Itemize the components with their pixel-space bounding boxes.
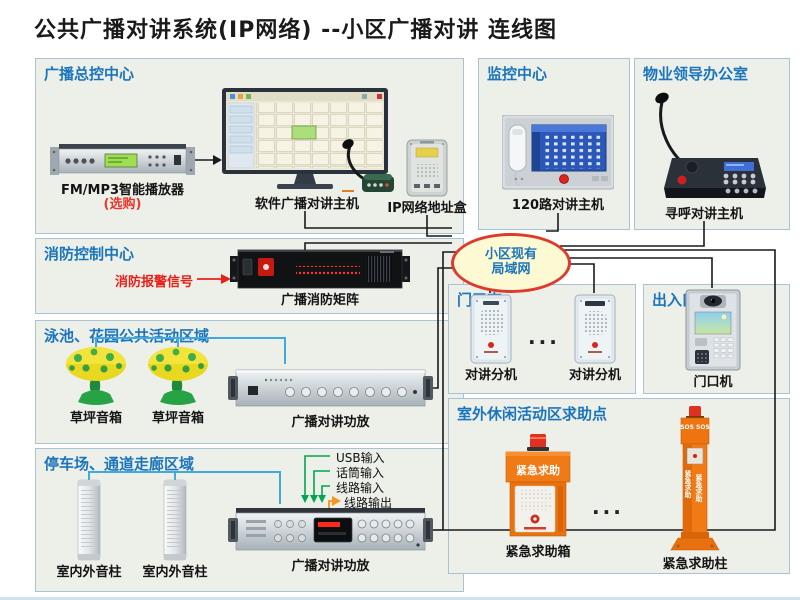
paging-host-icon	[655, 92, 766, 198]
guard-ellipsis: ···	[528, 330, 560, 354]
outdoor-ellipsis: ···	[592, 500, 624, 524]
page-title: 公共广播对讲系统(IP网络) --小区广播对讲 连线图	[34, 18, 558, 43]
paging-host-label: 寻呼对讲主机	[664, 207, 743, 222]
column-speaker-icon	[77, 479, 101, 561]
mushroom-speaker-icon	[148, 347, 208, 405]
intercom-host-icon	[502, 115, 614, 190]
zone-office-label: 物业领导办公室	[643, 65, 749, 83]
fire-matrix-icon	[230, 249, 410, 289]
device-help-box: 紧急求助 紧急求助箱	[496, 432, 580, 560]
help-pillar-label: 紧急求助柱	[662, 557, 728, 572]
lawn-speaker-label-2: 草坪音箱	[151, 411, 204, 426]
device-intercom-ext-2: 对讲分机	[569, 293, 622, 383]
fire-matrix-label: 广播消防矩阵	[280, 293, 359, 308]
door-unit-label: 门口机	[693, 375, 733, 390]
ip-box-label: IP网络地址盒	[387, 201, 467, 216]
device-door-unit: 门口机	[684, 288, 742, 390]
software-host-label: 软件广播对讲主机	[254, 197, 359, 212]
parking-amp-label: 广播对讲功放	[291, 559, 370, 574]
device-desk-mic	[336, 136, 396, 194]
fm-player-label: FM/MP3智能播放器	[60, 183, 185, 198]
gooseneck-mic-icon	[342, 139, 394, 192]
zone-parking-label: 停车场、通道走廊区域	[44, 455, 195, 473]
line-input-label: 线路输入	[336, 481, 385, 495]
fm-player-note: (选购)	[103, 197, 142, 213]
device-parking-amp: 广播对讲功放	[228, 502, 433, 574]
mic-input-label: 话筒输入	[336, 466, 385, 480]
help-box-label: 紧急求助箱	[505, 545, 571, 560]
lan-label-1: 小区现有	[484, 247, 537, 263]
usb-input-label: USB输入	[336, 451, 385, 465]
device-fire-matrix: 广播消防矩阵	[230, 246, 410, 308]
device-column-speaker-1: 室内外音柱	[44, 478, 134, 580]
monitor-icon	[222, 88, 388, 189]
fire-signal-label: 消防报警信号	[115, 275, 194, 290]
line-output-label: 线路输出	[344, 496, 393, 510]
device-pool-amp: 广播对讲功放	[228, 362, 433, 430]
device-intercom-ext-1: 对讲分机	[465, 293, 518, 383]
column-speaker-icon	[163, 479, 187, 561]
lan-ellipse: 小区现有 局域网	[451, 233, 571, 293]
device-column-speaker-2: 室内外音柱	[130, 478, 220, 580]
device-help-pillar: SOS SOS 紧急求助 紧急求助 紧急求助柱	[652, 404, 738, 572]
door-station-icon	[685, 289, 741, 371]
pool-amp-label: 广播对讲功放	[291, 415, 370, 430]
ip-box-icon	[406, 139, 448, 197]
intercom-extension-icon	[574, 294, 616, 364]
device-120ch-host: 120路对讲主机	[498, 115, 618, 213]
zone-monitor-label: 监控中心	[487, 65, 548, 83]
device-paging-host: 寻呼对讲主机	[640, 78, 768, 222]
column-speaker-label-2: 室内外音柱	[142, 565, 208, 580]
intercom-ext-label-1: 对讲分机	[465, 368, 518, 383]
device-software-host: 软件广播对讲主机	[222, 88, 392, 212]
zone-office: 物业领导办公室	[634, 58, 790, 230]
emergency-box-icon: 紧急求助	[505, 434, 571, 537]
intercom-ext-label-2: 对讲分机	[569, 368, 622, 383]
zone-fire-label: 消防控制中心	[44, 245, 135, 263]
device-lawn-speaker-1: 草坪音箱	[60, 342, 132, 426]
pillar-vertical-text-1: 紧急求助	[684, 470, 692, 498]
zone-master-label: 广播总控中心	[44, 65, 135, 83]
device-fm-player: FM/MP3智能播放器 (选购)	[50, 138, 195, 213]
help-box-front-text: 紧急求助	[516, 463, 560, 477]
pillar-vertical-text-2: 紧急求助	[695, 474, 703, 502]
device-ip-box: IP网络地址盒	[382, 138, 472, 216]
zone-outdoor-label: 室外休闲活动区求助点	[457, 405, 608, 423]
amplifier-icon	[228, 369, 433, 407]
column-speaker-label-1: 室内外音柱	[56, 565, 122, 580]
lan-label-2: 局域网	[491, 262, 531, 277]
mushroom-speaker-icon	[66, 347, 126, 405]
bottom-edge-line	[0, 597, 800, 600]
intercom-extension-icon	[470, 294, 512, 364]
lawn-speaker-label-1: 草坪音箱	[69, 411, 122, 426]
fm-player-icon	[50, 144, 195, 175]
amplifier-usb-icon	[228, 508, 433, 551]
pillar-sos-text: SOS SOS	[680, 424, 710, 431]
device-lawn-speaker-2: 草坪音箱	[142, 342, 214, 426]
120ch-host-label: 120路对讲主机	[511, 198, 605, 213]
